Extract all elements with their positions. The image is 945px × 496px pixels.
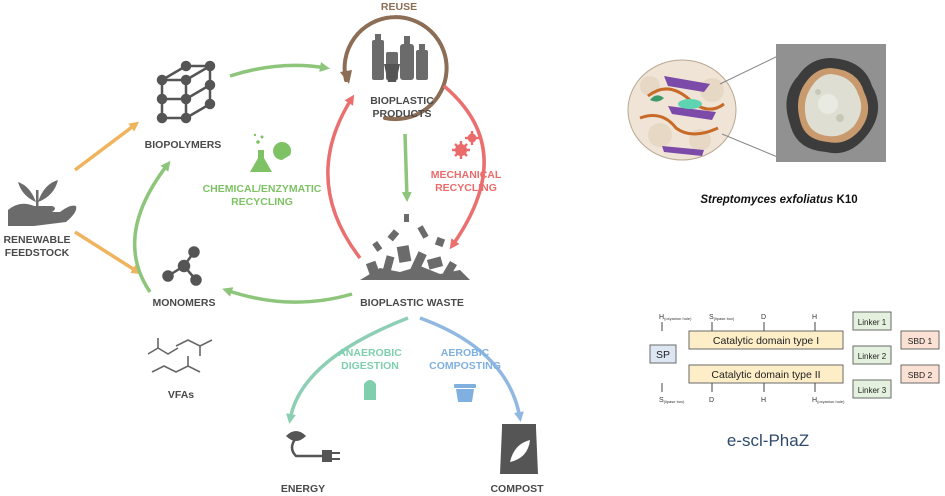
gears-icon: [452, 131, 479, 159]
protein-structure-image: [627, 59, 737, 161]
linker-1-box: [852, 311, 892, 331]
bottom-mark-4: H(oxyanion hole): [812, 397, 845, 404]
flask-enzyme-icon: [250, 133, 292, 172]
compost-label: COMPOST: [490, 483, 544, 495]
monomers-to-biopolymers-arrow: [132, 160, 171, 293]
aerobic-label-2: COMPOSTING: [429, 360, 501, 372]
mechanical-recycling-arc-right: [442, 84, 486, 250]
top-mark-3: D: [761, 314, 766, 321]
colony-image: [776, 44, 886, 162]
compost-bag-icon: [500, 424, 538, 474]
bottom-mark-2: D: [709, 397, 714, 404]
mechanical-recycling-arc-left: [326, 94, 362, 260]
renewable-feedstock-label-2: FEEDSTOCK: [5, 247, 70, 259]
energy-plug-icon: [286, 431, 340, 462]
bottom-mark-3: H: [761, 397, 766, 404]
catalytic-domain-1-label: Catalytic domain type I: [713, 335, 819, 347]
mechanical-recycling-label-2: RECYCLING: [435, 182, 497, 194]
bioplastic-products-label-1: BIOPLASTIC: [370, 95, 434, 107]
sbd-2-label: SBD 2: [908, 370, 933, 380]
linker-2-label: Linker 2: [858, 352, 887, 361]
waste-to-monomers-arrow: [222, 287, 353, 304]
top-mark-1: H(oxyanion hole): [659, 314, 692, 321]
phaz-diagram: SP Catalytic domain type I Catalytic dom…: [649, 311, 940, 450]
mechanical-recycling-label-1: MECHANICAL: [431, 169, 502, 181]
feedstock-to-biopolymers-arrow: [73, 121, 140, 172]
top-mark-4: H: [812, 314, 817, 321]
sbd-1-label: SBD 1: [908, 336, 933, 346]
energy-label: ENERGY: [281, 483, 325, 495]
catalytic-domain-1-box: [688, 330, 844, 350]
reuse-label: REUSE: [381, 1, 417, 13]
bioplastic-waste-icon: [360, 214, 470, 280]
aerobic-arrow: [419, 316, 524, 422]
feedstock-to-monomers-arrow: [74, 230, 142, 275]
reuse-circle: [340, 15, 449, 122]
linker-2-box: [852, 345, 892, 365]
phaz-title: e-scl-PhaZ: [727, 431, 809, 450]
sbd-1-box: [900, 330, 940, 350]
compost-bin-icon: [454, 384, 476, 402]
zoom-line-bottom: [721, 133, 781, 159]
catalytic-domain-2-box: [688, 364, 844, 384]
linker-1-label: Linker 1: [858, 318, 887, 327]
renewable-feedstock-icon: [8, 180, 77, 226]
zoom-line-top: [719, 54, 781, 85]
monomers-label: MONOMERS: [153, 297, 216, 309]
vfas-label: VFAs: [168, 389, 194, 401]
bioplastic-products-label-2: PRODUCTS: [373, 108, 432, 120]
bioplastic-products-icon: [372, 34, 428, 82]
biopolymers-icon: [156, 60, 216, 124]
organism-label: Streptomyces exfoliatus K10: [700, 194, 857, 206]
sbd-2-box: [900, 364, 940, 384]
renewable-feedstock-label-1: RENEWABLE: [3, 234, 70, 246]
monomers-icon: [162, 246, 202, 286]
organism-strain: K10: [833, 194, 857, 206]
organism-species: Streptomyces exfoliatus: [700, 194, 833, 206]
biopolymers-label: BIOPOLYMERS: [145, 139, 222, 151]
top-mark-2: S(lipase box): [709, 314, 735, 321]
anaerobic-label-1: ANAEROBIC: [338, 347, 402, 359]
anaerobic-arrow: [286, 316, 409, 424]
linker-3-box: [852, 379, 892, 399]
anaerobic-label-2: DIGESTION: [341, 360, 399, 372]
aerobic-label-1: AEROBIC: [441, 347, 490, 359]
catalytic-domain-2-label: Catalytic domain type II: [711, 369, 820, 381]
digester-icon: [364, 380, 376, 400]
linker-3-label: Linker 3: [858, 386, 887, 395]
vfas-icon: [147, 338, 213, 373]
products-to-waste-arrow: [401, 133, 412, 202]
biopolymers-to-products-arrow: [229, 62, 330, 78]
chemical-recycling-label-1: CHEMICAL/ENZYMATIC: [203, 183, 322, 195]
sp-label: SP: [656, 349, 670, 361]
bottom-mark-1: S(lipase box): [659, 397, 685, 404]
chemical-recycling-label-2: RECYCLING: [231, 196, 293, 208]
sp-box: [649, 344, 677, 364]
bioplastic-waste-label: BIOPLASTIC WASTE: [360, 297, 464, 309]
